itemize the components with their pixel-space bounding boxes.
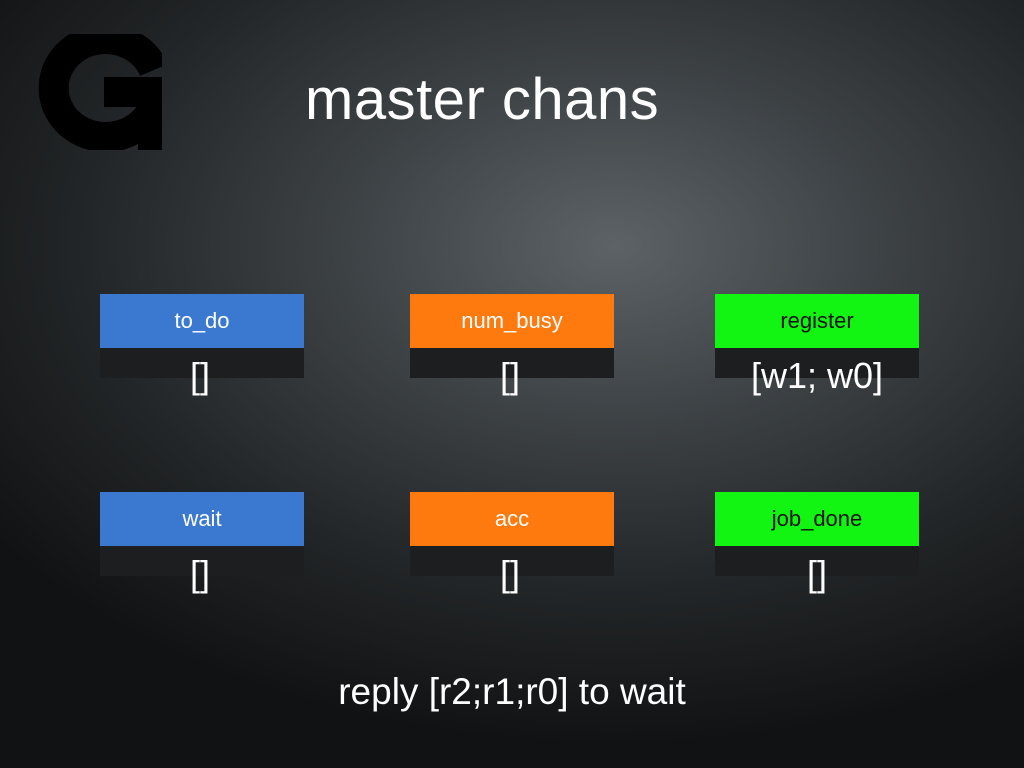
channel-queue: []: [100, 546, 304, 594]
channel-label: wait: [100, 492, 304, 546]
channel-value: []: [190, 355, 211, 396]
channel-register: register [w1; w0]: [715, 294, 919, 396]
channel-to-do: to_do []: [100, 294, 304, 396]
channel-label: num_busy: [410, 294, 614, 348]
channel-num-busy: num_busy []: [410, 294, 614, 396]
channel-label: acc: [410, 492, 614, 546]
channel-value: [w1; w0]: [750, 355, 884, 396]
channel-label: to_do: [100, 294, 304, 348]
channel-label: register: [715, 294, 919, 348]
channel-queue: [w1; w0]: [715, 348, 919, 396]
g-logo-icon: [38, 34, 162, 150]
channel-queue: []: [100, 348, 304, 396]
channel-queue: []: [410, 348, 614, 396]
channel-value: []: [190, 553, 211, 594]
channel-value: []: [500, 553, 521, 594]
channel-acc: acc []: [410, 492, 614, 594]
reply-note: reply [r2;r1;r0] to wait: [338, 671, 686, 712]
channel-queue: []: [410, 546, 614, 594]
channel-label: job_done: [715, 492, 919, 546]
channel-job-done: job_done []: [715, 492, 919, 594]
page-title: master chans: [305, 67, 660, 132]
channel-queue: []: [715, 546, 919, 594]
channel-value: []: [806, 553, 827, 594]
channel-value: []: [500, 355, 521, 396]
channel-wait: wait []: [100, 492, 304, 594]
